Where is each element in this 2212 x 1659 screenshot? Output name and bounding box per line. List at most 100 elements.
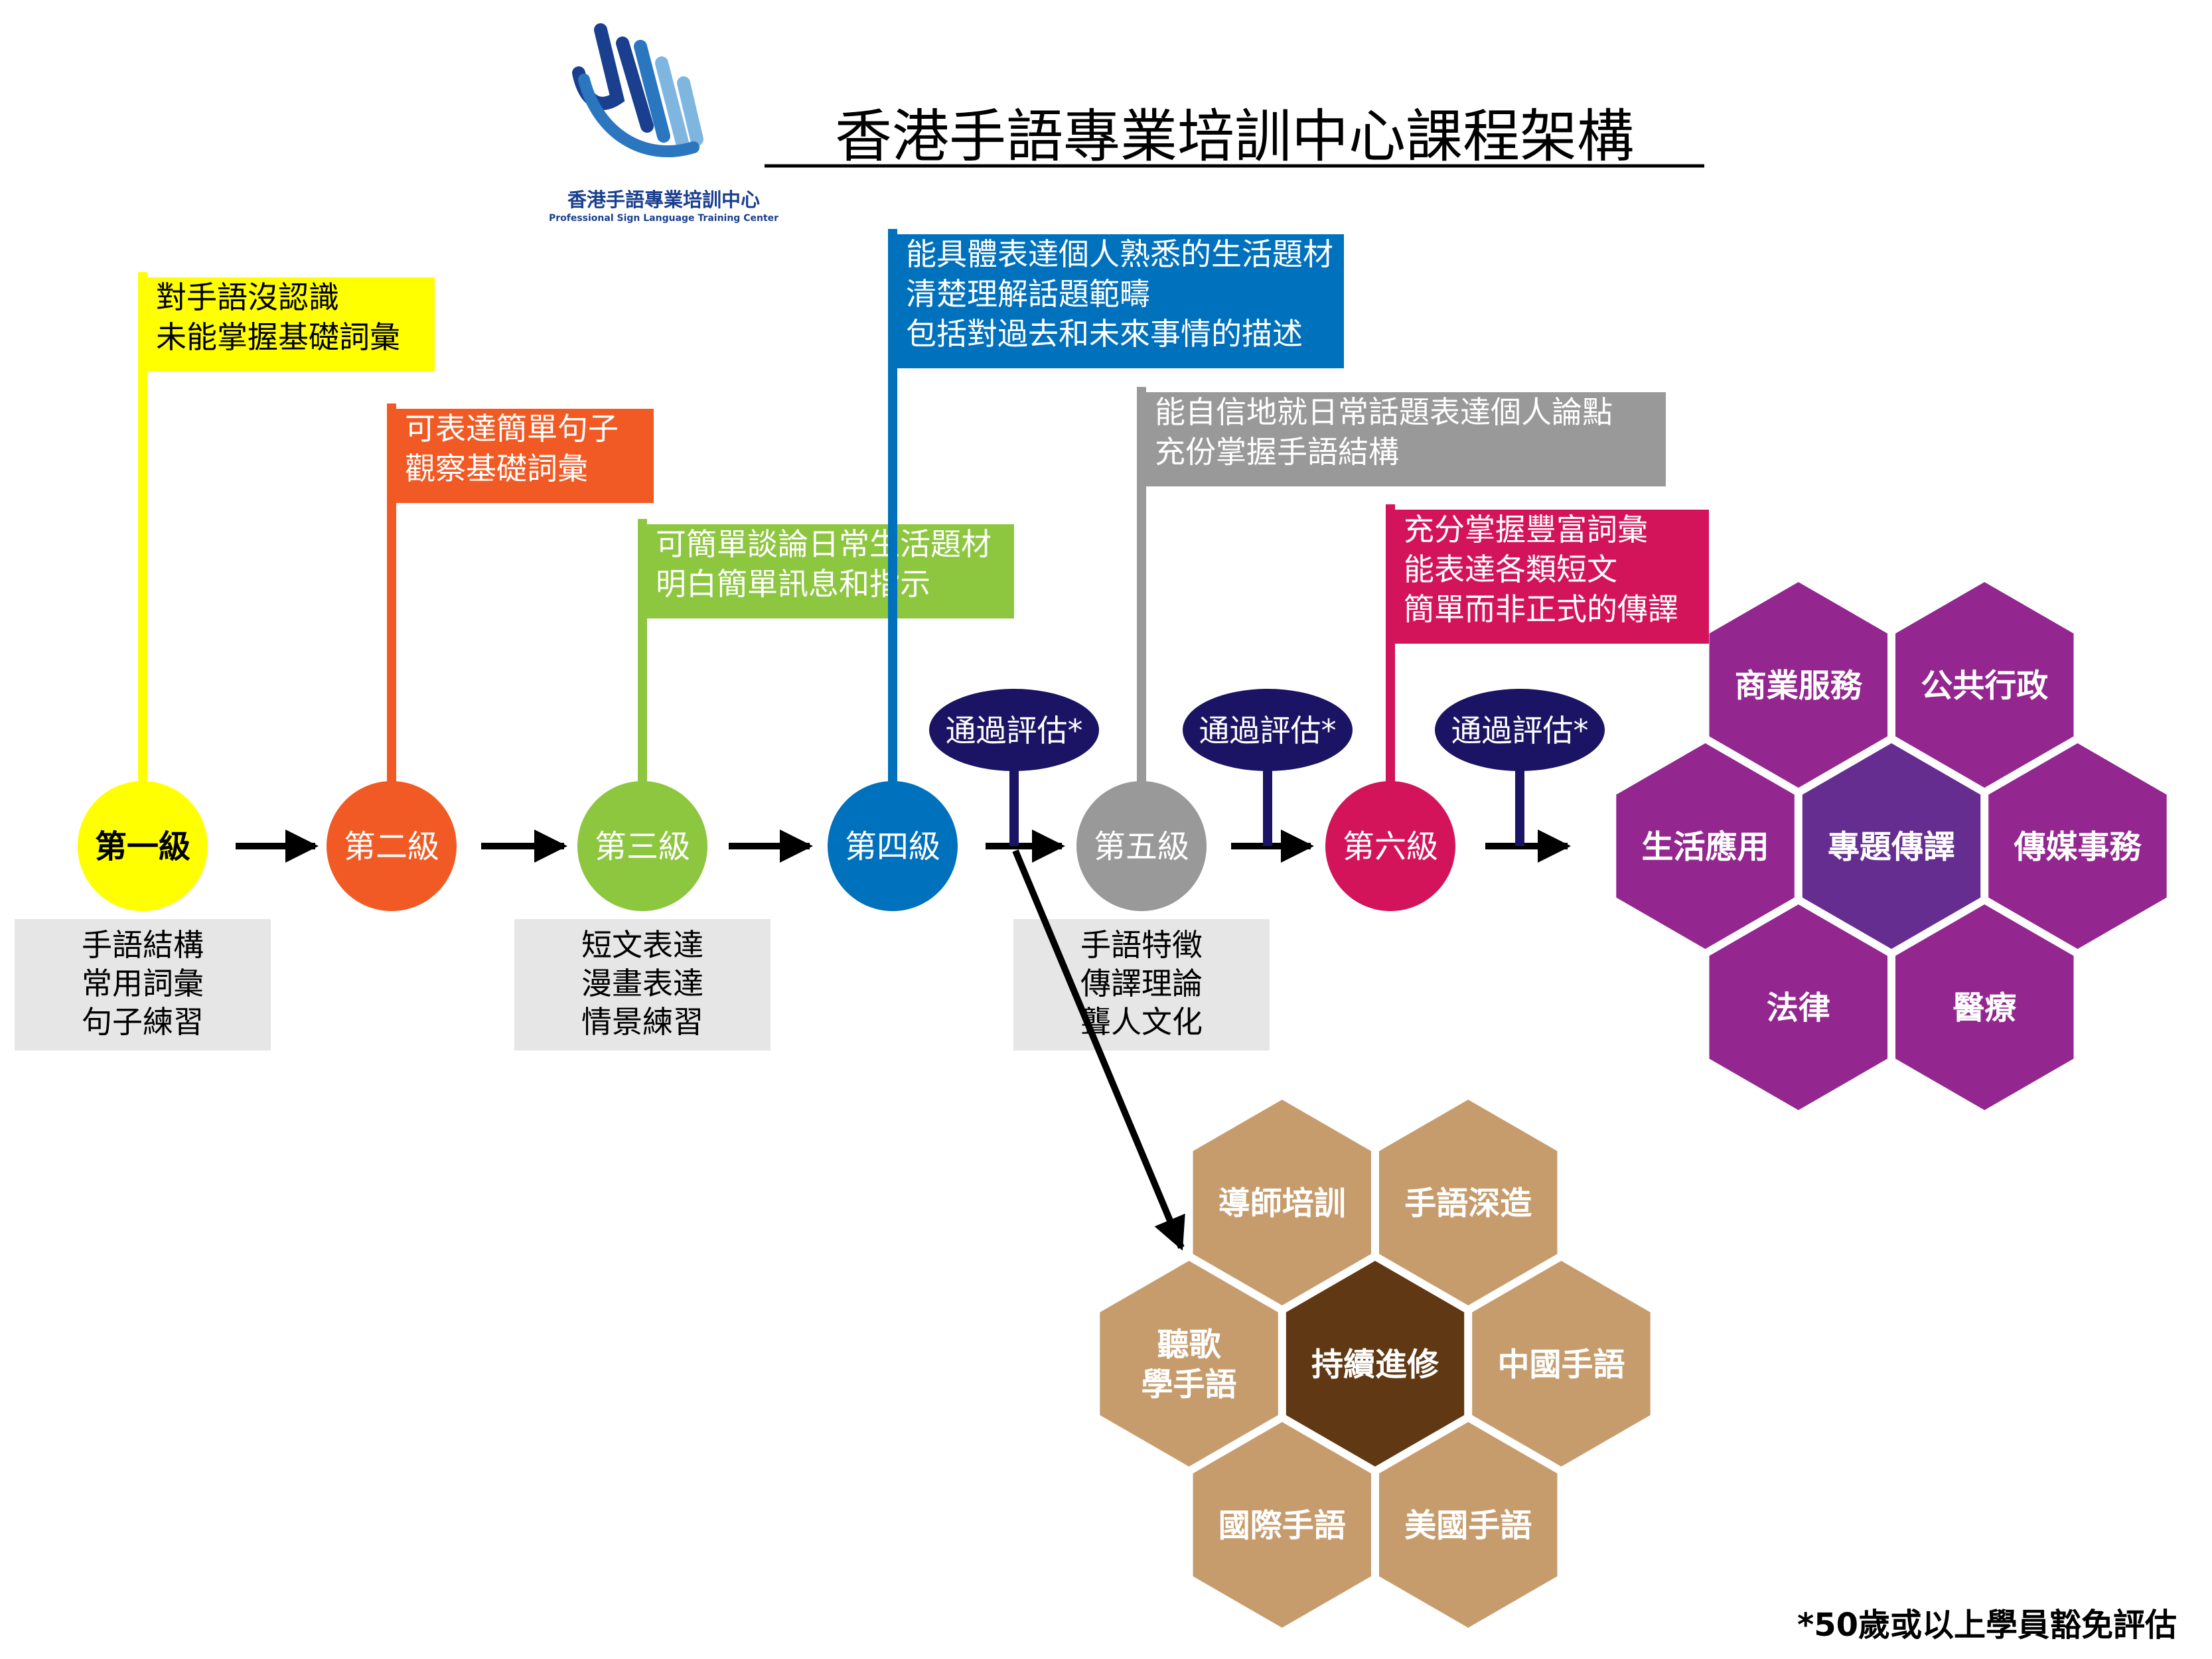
cluster-hexagon-6: 醫療 [1895,904,2074,1110]
cluster-hexagon-1: 導師培訓 [1193,1100,1371,1306]
hexagon-label: 法律 [1767,989,1830,1027]
cluster-hexagon-6: 美國手語 [1379,1421,1558,1628]
hexagon-label: 商業服務 [1735,667,1863,704]
level-label: 第五級 [1094,828,1189,865]
flag-box [893,234,1344,368]
flag-text-line: 能具體表達個人熟悉的生活題材 [906,236,1333,272]
level-circle-shape [828,781,958,911]
flag-text-line: 簡單而非正式的傳譯 [1404,591,1678,627]
hexagon-label: 傳媒事務 [2013,828,2142,865]
cluster-hexagon-3: 生活應用 [1616,743,1795,949]
level-circle-shape [327,781,457,911]
topic-line: 句子練習 [82,1004,204,1040]
logo-name-en: Professional Sign Language Training Cent… [549,213,778,224]
cluster-hexagon-2: 手語深造 [1379,1100,1558,1306]
assessment-badge: 通過評估* [1435,689,1605,846]
topic-line: 漫畫表達 [581,966,703,1001]
level-label: 第四級 [845,828,940,865]
hexagon-shape [1100,1261,1278,1467]
level-5-circle: 第五級 [1076,781,1207,911]
cluster-hexagon-1: 商業服務 [1709,582,1887,788]
page-title: 香港手語專業培訓中心課程架構 [835,104,1634,170]
level-label: 第二級 [344,828,439,865]
hexagon-shape [1895,582,2074,788]
level-3-circle: 第三級 [577,781,707,911]
hexagon-shape [1193,1421,1371,1628]
assessment-oval [1435,689,1605,771]
hexagon-label: 中國手語 [1497,1346,1625,1383]
assessment-label: 通過評估* [1199,713,1337,749]
cluster-hexagon-4: 中國手語 [1472,1261,1651,1467]
level-circle-shape [1325,781,1455,911]
topic-line: 傳譯理論 [1080,966,1203,1001]
hexagon-shape [1286,1261,1465,1467]
cluster-center-hexagon: 專題傳譯 [1802,743,1981,949]
hexagon-label: 聽歌 [1157,1326,1222,1363]
hexagon-shape [1988,743,2167,949]
hexagon-label: 生活應用 [1642,828,1769,865]
hexagon-shape [1616,743,1795,949]
hexagon-label: 專題傳譯 [1828,828,1955,865]
assessment-label: 通過評估* [946,713,1083,749]
hexagon-label: 醫療 [1953,989,2016,1027]
hexagon-label: 國際手語 [1218,1507,1346,1544]
hexagon-shape [1472,1261,1651,1467]
assessment-badges: 通過評估* 通過評估* 通過評估* [929,689,1605,846]
cluster-hexagon-5: 法律 [1709,904,1887,1110]
topic-line: 手語結構 [82,927,204,963]
level-6-circle: 第六級 [1325,781,1455,911]
hexagon-shape [1895,904,2074,1110]
topic-line: 聾人文化 [1080,1004,1203,1040]
footnote: *50歲或以上學員豁免評估 [1797,1607,2177,1644]
topic-box-bg [15,919,271,1050]
topic-line: 常用詞彙 [82,966,204,1001]
flag-text-line: 可表達簡單句子 [405,411,619,447]
hexagon-label: 美國手語 [1404,1507,1532,1544]
level-4-circle: 第四級 [828,781,958,911]
level-flags: 對手語沒認識未能掌握基礎詞彙可表達簡單句子觀察基礎詞彙可簡單談論日常生活題材明白… [138,229,1709,833]
flag-text-line: 清楚理解話題範疇 [906,276,1150,312]
branch-arrow [1012,849,1185,1251]
flag-text-line: 能自信地就日常話題表達個人論點 [1155,394,1613,430]
flag-text-line: 未能掌握基礎詞彙 [156,319,400,355]
hexagon-shape [1193,1100,1371,1306]
level-label: 第一級 [95,828,190,865]
level-circle-shape [1076,781,1207,911]
hexagon-label: 公共行政 [1921,667,2048,704]
flag-box [143,277,435,372]
logo-name-zh: 香港手語專業培訓中心 [567,188,760,211]
topic-box-bg [514,919,771,1050]
flag-text-line: 能表達各類短文 [1404,551,1617,587]
hexagon-shape [1709,582,1887,788]
cluster-hexagon-4: 傳媒事務 [1988,743,2167,949]
further-study-cluster: 持續進修導師培訓手語深造聽歌學手語中國手語國際手語美國手語 [1100,1100,1651,1628]
hexagon-label: 學手語 [1142,1366,1237,1403]
flag-text-line: 可簡單談論日常生活題材 [656,526,992,562]
hand-logo-icon [572,23,703,157]
flag-text-line: 明白簡單訊息和指示 [656,566,930,602]
level-1-circle: 第一級 [78,781,208,911]
level-2-circle: 第二級 [327,781,457,911]
assessment-badge: 通過評估* [1183,689,1353,846]
level-circles: 第一級 第二級 第三級 第四級 第五級 第六級 [78,781,1455,911]
flag-box [642,524,1014,618]
cluster-center-hexagon: 持續進修 [1286,1261,1465,1467]
flag-text-line: 包括對過去和未來事情的描述 [906,316,1303,352]
flag-text-line: 充份掌握手語結構 [1155,434,1399,470]
hexagon-label: 持續進修 [1311,1346,1439,1383]
topic-line: 情景練習 [581,1004,703,1040]
assessment-oval [1183,689,1353,771]
flag-text-line: 充分掌握豐富詞彙 [1404,512,1648,547]
hexagon-shape [1709,904,1887,1110]
topic-line: 短文表達 [581,927,703,963]
flag-text-line: 對手語沒認識 [156,279,339,315]
